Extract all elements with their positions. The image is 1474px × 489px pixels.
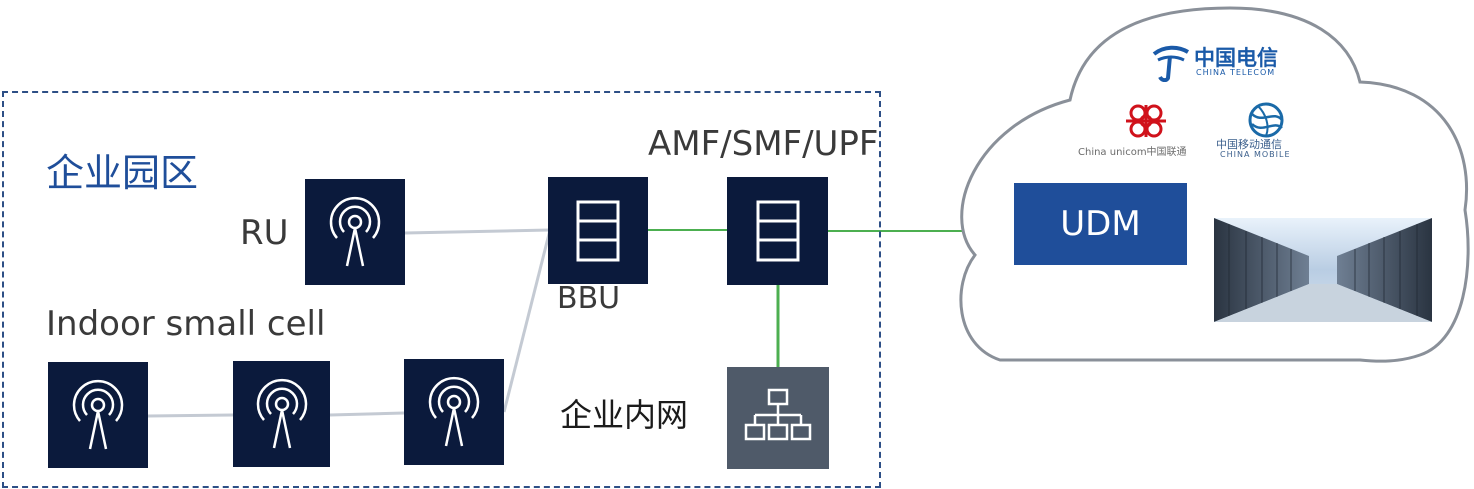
antenna-icon xyxy=(72,379,124,450)
link-ru-bbu xyxy=(404,228,551,235)
campus-title: 企业园区 xyxy=(46,151,199,195)
china-unicom-knot-icon xyxy=(1126,104,1166,138)
indoor-cell-node-1 xyxy=(48,362,148,468)
indoor-small-cell-label: Indoor small cell xyxy=(46,304,326,344)
ru-label: RU xyxy=(240,213,289,253)
link-indoor3-bbu xyxy=(502,229,552,413)
core-network-label: AMF/SMF/UPF xyxy=(648,124,879,164)
indoor-cell-node-2 xyxy=(233,361,330,467)
datacenter-image xyxy=(1214,218,1432,322)
enterprise-campus-boundary xyxy=(2,91,881,488)
antenna-icon xyxy=(329,196,381,267)
china-telecom-name-en: CHINA TELECOM xyxy=(1196,68,1276,77)
antenna-icon xyxy=(428,376,480,447)
enterprise-lan-label: 企业内网 xyxy=(560,396,689,434)
bbu-label: BBU xyxy=(557,281,621,316)
china-mobile-globe-icon xyxy=(1248,102,1284,138)
link-indoor2-indoor3 xyxy=(329,411,405,417)
bbu-node xyxy=(548,177,648,284)
china-mobile-logo: 中国移动通信 CHINA MOBILE xyxy=(1214,100,1324,159)
indoor-cell-node-3 xyxy=(404,359,504,465)
antenna-icon xyxy=(256,378,307,449)
china-mobile-name-en: CHINA MOBILE xyxy=(1220,150,1291,159)
china-telecom-logo: 中国电信 CHINA TELECOM xyxy=(1150,42,1295,82)
network-topology-icon xyxy=(744,388,812,441)
core-network-node xyxy=(727,177,828,285)
udm-box: UDM xyxy=(1014,183,1187,265)
china-mobile-name: 中国移动通信 xyxy=(1216,138,1282,151)
china-unicom-logo: China unicom中国联通 xyxy=(1078,101,1187,159)
enterprise-lan-node xyxy=(727,367,829,469)
link-indoor1-indoor2 xyxy=(147,413,234,418)
china-unicom-name: China unicom中国联通 xyxy=(1078,147,1187,158)
server-rack-icon xyxy=(756,200,799,262)
china-telecom-symbol-icon xyxy=(1152,45,1190,82)
server-rack-icon xyxy=(576,200,620,261)
datacenter-server-rows-icon xyxy=(1214,218,1432,322)
ru-node xyxy=(305,179,405,285)
china-telecom-name: 中国电信 xyxy=(1194,45,1278,70)
